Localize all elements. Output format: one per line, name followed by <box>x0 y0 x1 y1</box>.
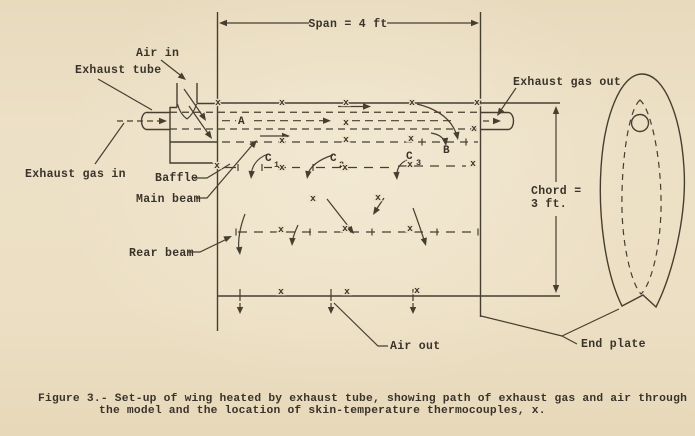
mid-chord-line <box>224 164 466 171</box>
station-c3-subscript: 3 <box>416 158 421 168</box>
exhaust-gas-out-label: Exhaust gas out <box>513 76 621 89</box>
chord-dimension-label: Chord = <box>531 185 581 198</box>
span-dimension-label: Span = 4 ft <box>308 18 387 31</box>
flow-arrows <box>183 88 460 255</box>
thermocouple-mark: x <box>278 224 284 235</box>
thermocouple-mark: x <box>343 117 349 128</box>
rear-beam-label: Rear beam <box>129 247 194 260</box>
thermocouple-mark: x <box>407 223 413 234</box>
exhaust-tube-label: Exhaust tube <box>75 64 161 77</box>
figure-caption-line1: Figure 3.- Set-up of wing heated by exha… <box>38 393 687 405</box>
thermocouple-mark: x <box>214 160 220 171</box>
air-in-label: Air in <box>136 47 179 60</box>
station-c1-subscript: 1 <box>274 160 279 170</box>
thermocouple-mark: x <box>310 193 316 204</box>
station-c3-label: C <box>406 151 413 163</box>
thermocouple-marks: x x x x x x x x x x x x x x x x x x x x … <box>213 96 482 299</box>
exhaust-tube-cross-section <box>630 113 650 133</box>
trailing-edge-outlets <box>236 289 417 314</box>
baffle-label: Baffle <box>155 172 198 185</box>
air-out-label: Air out <box>390 340 440 353</box>
station-c2-label: C <box>330 153 337 165</box>
thermocouple-mark: x <box>408 133 414 144</box>
thermocouple-mark: x <box>278 286 284 297</box>
thermocouple-mark: x <box>279 162 285 173</box>
wing-rib-lines <box>216 12 482 331</box>
thermocouple-mark: x <box>407 159 413 170</box>
thermocouple-mark: x <box>343 97 349 108</box>
rear-beam-line <box>235 228 479 236</box>
station-a-label: A <box>238 116 245 128</box>
end-plate-label: End plate <box>581 338 646 351</box>
wing-edges <box>217 102 560 297</box>
figure-caption-line2: the model and the location of skin-tempe… <box>99 405 546 417</box>
thermocouple-mark: x <box>342 162 348 173</box>
station-b-label: B <box>443 145 450 157</box>
thermocouple-mark: x <box>342 223 348 234</box>
thermocouple-mark: x <box>474 97 480 108</box>
chord-dimension-value: 3 ft. <box>531 198 567 211</box>
span-dimension: Span = 4 ft <box>219 18 479 31</box>
station-c2-subscript: 2 <box>339 160 344 170</box>
chord-dimension: Chord = 3 ft. <box>531 106 581 293</box>
thermocouple-mark: x <box>215 97 221 108</box>
exhaust-gas-in-label: Exhaust gas in <box>25 168 126 181</box>
thermocouple-mark: x <box>414 285 420 296</box>
figure-caption: Figure 3.- Set-up of wing heated by exha… <box>38 393 687 417</box>
thermocouple-mark: x <box>344 286 350 297</box>
thermocouple-mark: x <box>375 192 381 203</box>
station-labels: A B C 1 C 2 C 3 <box>238 116 450 170</box>
station-c1-label: C <box>265 153 272 165</box>
thermocouple-mark: x <box>471 123 477 134</box>
exhaust-tube-hidden-lines <box>170 111 479 130</box>
main-beam-label: Main beam <box>136 193 201 206</box>
thermocouple-mark: x <box>470 158 476 169</box>
thermocouple-mark: x <box>279 97 285 108</box>
air-duct-and-baffle-box <box>169 83 217 164</box>
thermocouple-mark: x <box>279 135 285 146</box>
thermocouple-mark: x <box>343 134 349 145</box>
thermocouple-mark: x <box>409 97 415 108</box>
exhaust-inlet-pipe <box>117 111 170 131</box>
exhaust-outlet-pipe <box>481 111 515 131</box>
leader-lines <box>94 59 620 347</box>
end-plate-profile <box>599 73 686 309</box>
main-beam-line <box>222 138 478 146</box>
